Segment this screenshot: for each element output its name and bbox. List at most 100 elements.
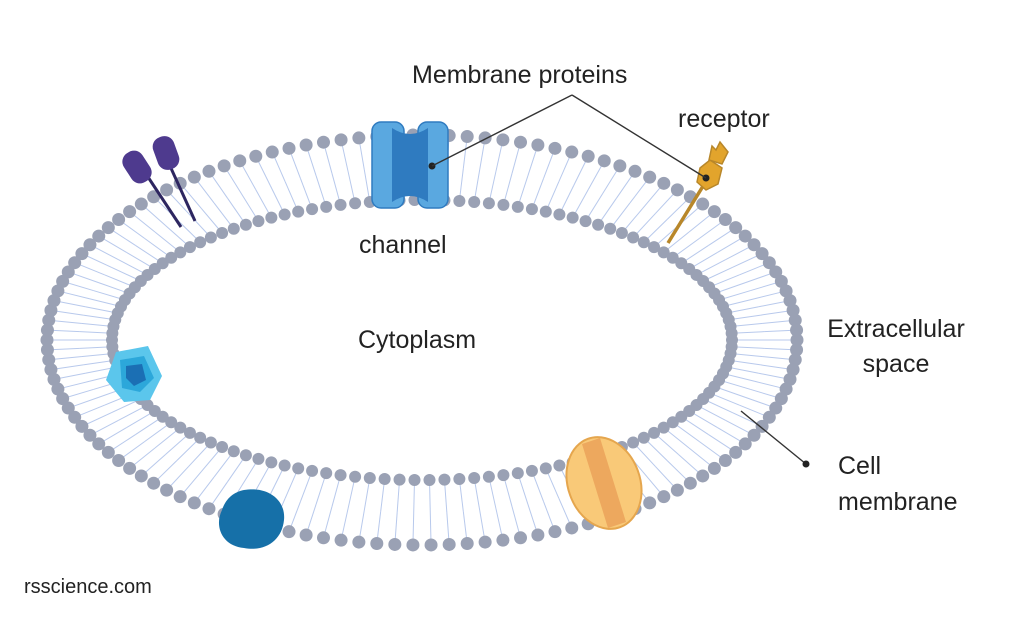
glycoprotein xyxy=(122,136,197,228)
lipid-head-outer xyxy=(729,445,743,459)
lipid-head-inner xyxy=(579,215,592,228)
lipid-head-inner xyxy=(553,208,566,221)
channel-protein xyxy=(371,121,449,209)
lipid-head-inner xyxy=(156,257,169,270)
lipid-head-outer xyxy=(762,256,776,270)
lipid-head-outer xyxy=(101,445,115,459)
lipid-head-inner xyxy=(252,452,265,465)
lipid-head-inner xyxy=(174,246,187,259)
lipid-head-inner xyxy=(482,470,495,483)
lipid-head-inner xyxy=(657,246,670,259)
lipid-head-outer xyxy=(316,531,330,545)
lipid-head-outer xyxy=(61,401,75,415)
lipid-head-inner xyxy=(648,426,661,439)
lipid-head-outer xyxy=(173,490,187,504)
lipid-head-outer xyxy=(370,537,384,551)
lipid-head-inner xyxy=(615,226,628,239)
lipid-head-outer xyxy=(44,363,58,377)
lipid-head-outer xyxy=(670,183,684,197)
lipid-head-outer xyxy=(334,533,348,547)
label-channel: channel xyxy=(359,231,447,259)
lipid-head-inner xyxy=(165,416,178,429)
lipid-head-inner xyxy=(334,469,347,482)
lipid-head-outer xyxy=(352,535,366,549)
label-extracellular-line2: space xyxy=(862,350,930,378)
lipid-head-outer xyxy=(788,353,802,367)
lipid-head-outer xyxy=(478,131,492,145)
lipid-head-outer xyxy=(657,176,671,190)
lipid-head-outer xyxy=(718,213,732,227)
lipid-head-outer xyxy=(92,437,106,451)
lipid-head-outer xyxy=(478,535,492,549)
lipid-head-inner xyxy=(423,473,436,486)
lipid-head-outer xyxy=(738,229,752,243)
label-receptor: receptor xyxy=(678,105,770,133)
lipid-head-outer xyxy=(217,159,231,173)
lipid-head-outer xyxy=(424,538,438,552)
lipid-head-inner xyxy=(183,241,196,254)
lipid-head-outer xyxy=(202,164,216,178)
lipid-head-inner xyxy=(320,200,333,213)
lipid-head-outer xyxy=(790,343,804,357)
lipid-head-outer xyxy=(83,428,97,442)
orange-transmembrane-protein xyxy=(565,436,643,530)
lipid-head-inner xyxy=(553,459,566,472)
label-cell-membrane: Cell membrane xyxy=(838,451,958,517)
lipid-head-outer xyxy=(613,159,627,173)
lipid-head-inner xyxy=(511,200,524,213)
left-transmembrane-protein xyxy=(106,346,162,402)
label-membrane-proteins: Membrane proteins xyxy=(412,61,628,89)
lipid-head-outer xyxy=(786,303,800,317)
lipid-head-outer xyxy=(790,333,804,347)
lipid-head-outer xyxy=(738,437,752,451)
lipid-head-outer xyxy=(670,483,684,497)
receptor-protein xyxy=(666,140,729,244)
lipid-head-outer xyxy=(202,502,216,516)
lipid-head-outer xyxy=(83,238,97,252)
lipid-head-outer xyxy=(769,265,783,279)
lipid-head-inner xyxy=(292,462,305,475)
lipid-head-inner xyxy=(204,436,217,449)
lipid-head-outer xyxy=(628,164,642,178)
lipid-head-outer xyxy=(265,145,279,159)
lipid-head-outer xyxy=(160,483,174,497)
lipid-head-inner xyxy=(393,473,406,486)
lipid-head-inner xyxy=(278,459,291,472)
lipid-head-inner xyxy=(511,467,524,480)
lipid-head-inner xyxy=(539,462,552,475)
lipid-head-outer xyxy=(565,145,579,159)
lipid-head-outer xyxy=(514,531,528,545)
lipid-head-outer xyxy=(707,461,721,475)
lipid-head-outer xyxy=(442,537,456,551)
lipid-head-outer xyxy=(92,229,106,243)
lipid-head-outer xyxy=(75,419,89,433)
lipid-head-outer xyxy=(747,238,761,252)
lipid-head-outer xyxy=(68,410,82,424)
lipid-head-inner xyxy=(525,464,538,477)
lipid-head-outer xyxy=(718,453,732,467)
lipid-head-outer xyxy=(581,149,595,163)
lipid-head-inner xyxy=(194,431,207,444)
lipid-head-outer xyxy=(657,490,671,504)
lipid-head-inner xyxy=(497,198,510,211)
lipid-head-outer xyxy=(47,372,61,386)
lipid-head-outer xyxy=(40,323,54,337)
lipid-head-outer xyxy=(68,256,82,270)
lipid-head-inner xyxy=(334,198,347,211)
lipid-head-outer xyxy=(123,461,137,475)
lipid-head-outer xyxy=(496,533,510,547)
lipid-head-outer xyxy=(755,419,769,433)
lipid-head-outer xyxy=(56,274,70,288)
lipid-head-inner xyxy=(666,251,679,264)
lipid-head-inner xyxy=(265,456,278,469)
lipid-head-outer xyxy=(755,247,769,261)
leader-lines xyxy=(431,94,810,468)
lipid-head-outer xyxy=(548,525,562,539)
lipid-head-outer xyxy=(496,133,510,147)
lipid-head-outer xyxy=(707,205,721,219)
lipid-head-inner xyxy=(174,421,187,434)
lipid-head-outer xyxy=(696,197,710,211)
lipid-head-inner xyxy=(320,467,333,480)
lipid-head-outer xyxy=(786,363,800,377)
